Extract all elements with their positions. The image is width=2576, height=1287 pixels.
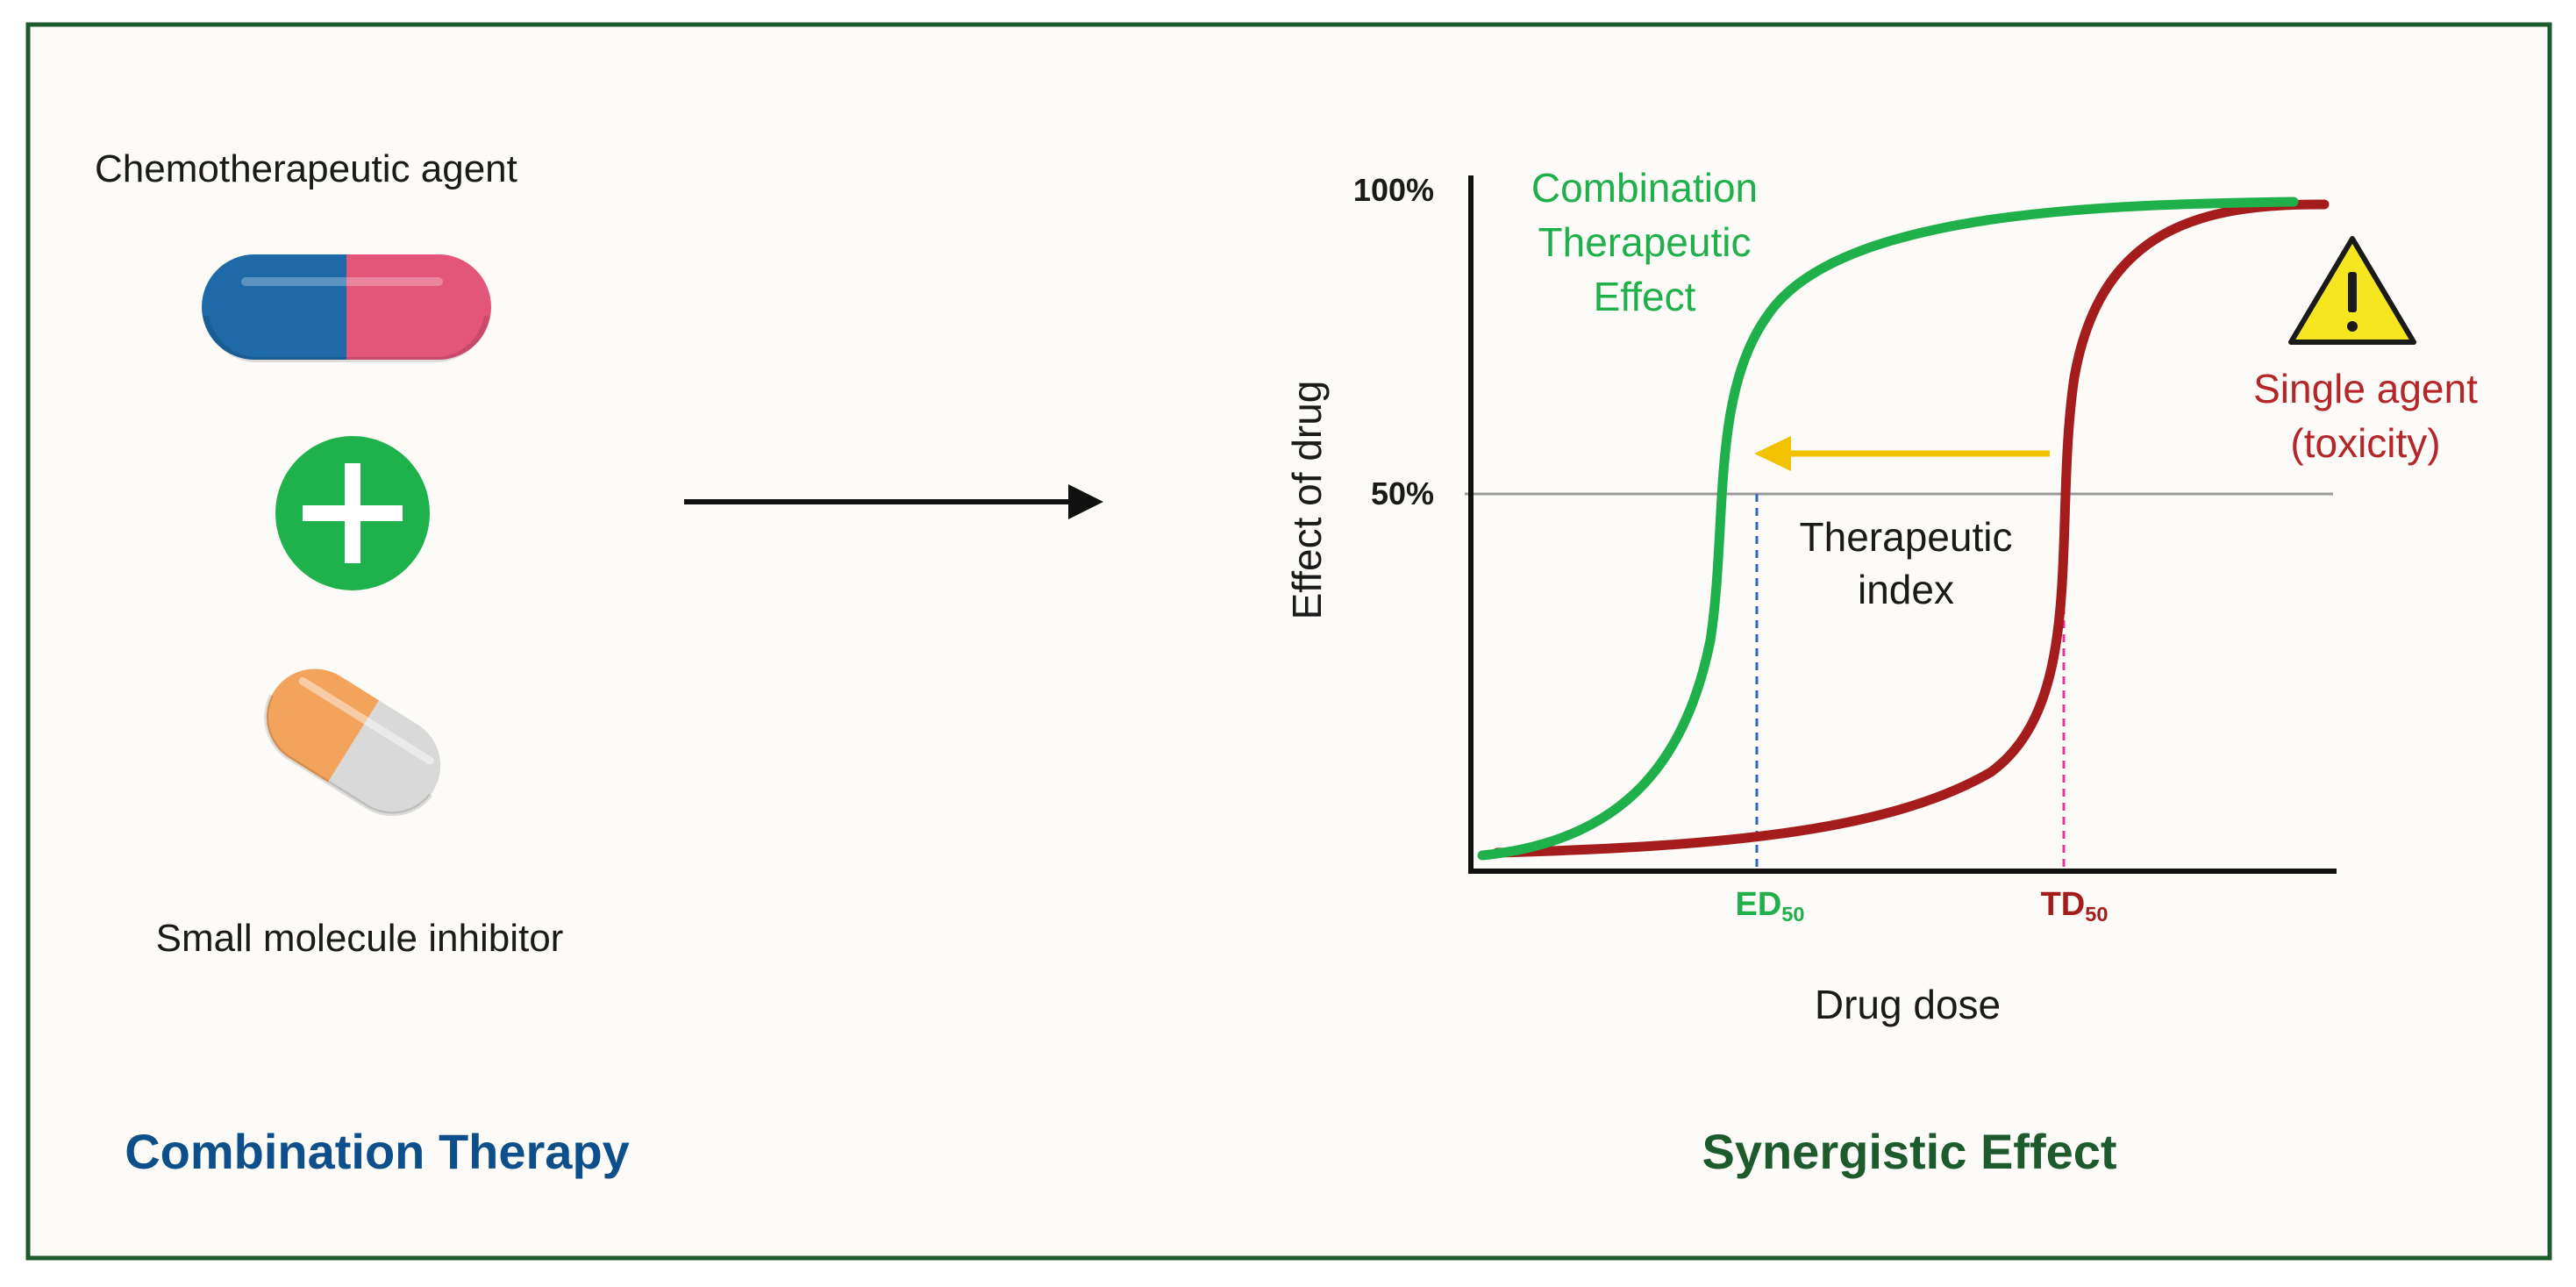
single-agent-line-2: (toxicity) (2290, 420, 2441, 466)
y-axis-label: Effect of drug (1284, 380, 1330, 620)
combination-effect-line-3: Effect (1593, 274, 1696, 319)
tick-50-label: 50% (1370, 475, 1434, 511)
td50-label-main: TD (2040, 886, 2086, 923)
therapeutic-index-label: Therapeutic index (1800, 511, 2013, 616)
combination-effect-line-2: Therapeutic (1538, 219, 1752, 265)
combination-effect-label: Combination Therapeutic Effect (1531, 161, 1758, 324)
synergistic-effect-title: Synergistic Effect (1702, 1124, 2117, 1179)
single-agent-curve (1492, 199, 2330, 858)
capsule-icon (264, 669, 441, 817)
td50-label-sub: 50 (2085, 903, 2109, 926)
ed50-label-main: ED (1735, 886, 1782, 923)
small-molecule-inhibitor-label: Small molecule inhibitor (155, 917, 564, 960)
figure-frame (25, 22, 2552, 1261)
single-agent-line-1: Single agent (2253, 366, 2478, 411)
tick-100-label: 100% (1352, 172, 1434, 208)
combination-effect-line-1: Combination (1531, 165, 1759, 211)
td50-label: TD50 (2041, 886, 2109, 926)
ed50-label-sub: 50 (1781, 903, 1805, 926)
arrow-right-icon (684, 484, 1103, 519)
warning-icon (2288, 236, 2416, 345)
therapeutic-index-line-2: index (1858, 567, 1954, 612)
chemotherapeutic-agent-label: Chemotherapeutic agent (95, 147, 517, 190)
plus-icon (275, 436, 430, 590)
ed50-label: ED50 (1736, 886, 1805, 926)
axes (1468, 175, 2337, 874)
therapeutic-index-line-1: Therapeutic (1799, 514, 2013, 560)
single-agent-label: Single agent (toxicity) (2253, 361, 2478, 470)
combination-therapy-title: Combination Therapy (125, 1124, 630, 1179)
x-axis-label: Drug dose (1814, 982, 2002, 1027)
combination-curve (1477, 197, 2299, 861)
capsule-icon (202, 254, 491, 362)
arrow-left-icon (1754, 436, 2050, 471)
